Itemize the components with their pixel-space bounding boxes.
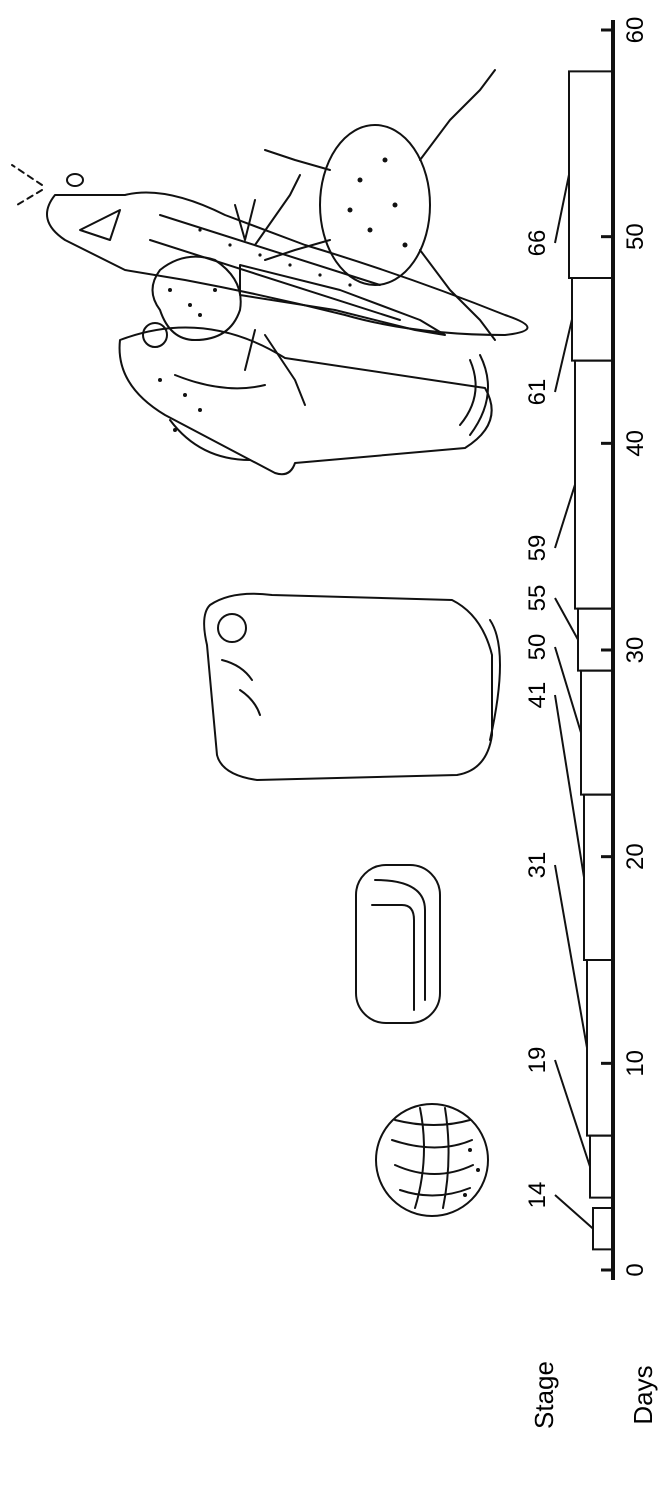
stage-label: 59 xyxy=(524,535,551,562)
stage-brackets: 14 19 31 41 50 55 59 61 66 xyxy=(524,71,613,1249)
stage-label: 14 xyxy=(524,1182,551,1209)
stage-label: 41 xyxy=(524,682,551,709)
stage-bracket xyxy=(555,1060,613,1198)
axis-tick-label: 40 xyxy=(622,430,649,457)
axis-tick-label: 50 xyxy=(622,223,649,250)
adult-frog-icon xyxy=(265,70,495,340)
axis-tick-label: 20 xyxy=(622,843,649,870)
stage-bracket xyxy=(555,1195,613,1249)
tadpole-icon xyxy=(12,165,528,335)
stage-label: 19 xyxy=(524,1047,551,1074)
egg-icon xyxy=(376,1104,488,1216)
stage-row-label: Stage xyxy=(529,1361,559,1429)
stage-bracket xyxy=(555,361,613,609)
stage-bracket xyxy=(555,278,613,392)
stage-label: 55 xyxy=(524,585,551,612)
axis-tick-label: 10 xyxy=(622,1050,649,1077)
stage-label: 66 xyxy=(524,230,551,257)
metamorphic-froglet-icon xyxy=(153,175,446,405)
froglet-speckles xyxy=(168,288,217,317)
stage-bracket xyxy=(555,71,613,278)
adult-frog-speckles xyxy=(348,158,408,248)
stage-label: 61 xyxy=(524,379,551,406)
stage-label: 31 xyxy=(524,852,551,879)
axis-tick-label: 60 xyxy=(622,17,649,44)
days-axis: 0 10 20 30 40 50 60 xyxy=(601,17,649,1280)
neurula-icon xyxy=(356,865,440,1023)
stage-label: 50 xyxy=(524,634,551,661)
days-row-label: Days xyxy=(628,1365,658,1424)
axis-tick-label: 30 xyxy=(622,637,649,664)
hatching-tadpole-icon xyxy=(120,323,492,474)
axis-tick-label: 0 xyxy=(622,1263,649,1276)
tailbud-embryo-icon xyxy=(204,594,500,780)
stage-bracket xyxy=(555,647,613,795)
